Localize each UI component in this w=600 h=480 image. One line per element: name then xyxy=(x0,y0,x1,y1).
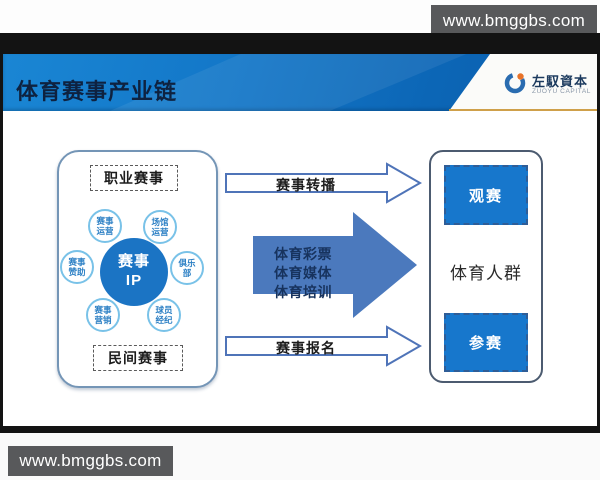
industry-line-training: 体育培训 xyxy=(274,284,332,300)
join-events-box: 参赛 xyxy=(444,313,528,372)
satellite-event-marketing: 赛事营销 xyxy=(86,298,120,332)
ip-circle-line2: IP xyxy=(125,272,143,289)
watch-events-box: 观赛 xyxy=(444,165,528,225)
sports-crowd-panel: 观赛 体育人群 参赛 xyxy=(429,150,543,383)
satellite-venue-operation: 场馆运营 xyxy=(143,210,177,244)
slide-frame: 体育赛事产业链 左馭資本 ZUOYU CAPITAL xyxy=(0,33,600,433)
registration-arrow-label: 赛事报名 xyxy=(276,340,336,356)
ip-circle-line1: 赛事 xyxy=(117,253,150,271)
broadcast-arrow-label: 赛事转播 xyxy=(276,177,336,193)
satellite-player-agency: 球员经纪 xyxy=(147,298,181,332)
professional-events-box: 职业赛事 xyxy=(90,165,178,191)
slide-header: 体育赛事产业链 左馭資本 ZUOYU CAPITAL xyxy=(3,54,597,111)
satellite-label: 场馆运营 xyxy=(151,216,169,237)
broadcast-arrow xyxy=(225,162,423,204)
diagram-area: 职业赛事 赛事运营 场馆运营 赛事赞助 俱乐部 赛事营销 xyxy=(3,111,597,426)
satellite-label: 赛事营销 xyxy=(94,304,112,325)
event-ip-circle: 赛事 IP xyxy=(100,238,168,306)
logo-name: 左馭資本 xyxy=(532,74,589,90)
satellite-club: 俱乐部 xyxy=(170,251,204,285)
logo-subtitle: ZUOYU CAPITAL xyxy=(532,87,591,95)
registration-arrow xyxy=(225,325,423,367)
watermark-top: www.bmggbs.com xyxy=(431,5,597,36)
sports-crowd-label: 体育人群 xyxy=(450,264,522,283)
company-logo: 左馭資本 ZUOYU CAPITAL xyxy=(503,71,591,100)
satellite-label: 俱乐部 xyxy=(178,257,196,278)
industry-line-media: 体育媒体 xyxy=(274,265,332,281)
page-title: 体育赛事产业链 xyxy=(16,79,178,104)
logo-swirl-icon xyxy=(503,71,527,100)
satellite-event-operation: 赛事运营 xyxy=(88,209,122,243)
industry-arrow-text: 体育彩票 体育媒体 体育培训 xyxy=(253,245,353,302)
satellite-label: 球员经纪 xyxy=(155,304,173,325)
slide: 体育赛事产业链 左馭資本 ZUOYU CAPITAL xyxy=(3,54,597,426)
satellite-label: 赛事赞助 xyxy=(68,256,86,277)
satellite-label: 赛事运营 xyxy=(96,215,114,236)
gold-accent-line xyxy=(449,109,597,111)
watermark-bottom: www.bmggbs.com xyxy=(8,446,173,476)
event-ip-panel: 职业赛事 赛事运营 场馆运营 赛事赞助 俱乐部 赛事营销 xyxy=(57,150,218,388)
industry-arrow xyxy=(253,212,417,318)
industry-line-lottery: 体育彩票 xyxy=(274,246,332,262)
satellite-event-sponsorship: 赛事赞助 xyxy=(60,250,94,284)
amateur-events-box: 民间赛事 xyxy=(93,345,183,371)
